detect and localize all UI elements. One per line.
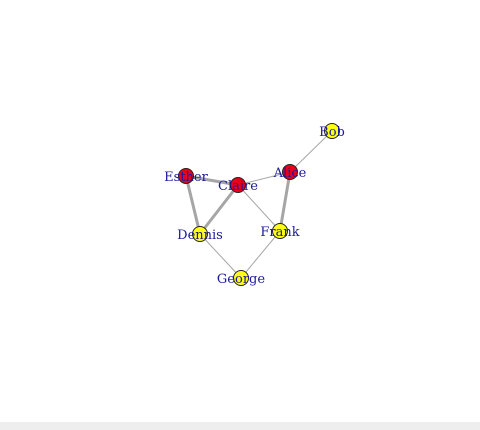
node-label-alice: Alice	[273, 166, 307, 181]
edge-claire-frank	[237, 184, 281, 232]
edges-layer	[184, 130, 333, 279]
node-label-dennis: Dennis	[177, 228, 223, 243]
edge-dennis-george	[199, 233, 242, 279]
node-label-frank: Frank	[260, 225, 299, 240]
edge-claire-esther	[184, 174, 240, 187]
node-dennis[interactable]	[192, 226, 208, 242]
nodes-layer	[178, 123, 340, 286]
node-frank[interactable]	[272, 223, 288, 239]
edge-alice-claire	[237, 171, 291, 186]
node-george[interactable]	[233, 270, 249, 286]
node-label-esther: Esther	[164, 170, 208, 185]
node-claire[interactable]	[230, 177, 246, 193]
node-label-bob: Bob	[319, 125, 345, 140]
edge-alice-frank	[278, 170, 292, 233]
bottom-strip	[0, 422, 480, 430]
node-label-george: George	[217, 272, 265, 287]
node-alice[interactable]	[282, 164, 298, 180]
node-esther[interactable]	[178, 168, 194, 184]
edge-frank-george	[240, 230, 281, 279]
edge-alice-bob	[289, 130, 333, 173]
node-bob[interactable]	[324, 123, 340, 139]
edge-claire-dennis	[198, 183, 240, 236]
node-label-claire: Claire	[218, 179, 258, 194]
edge-esther-dennis	[184, 174, 202, 236]
